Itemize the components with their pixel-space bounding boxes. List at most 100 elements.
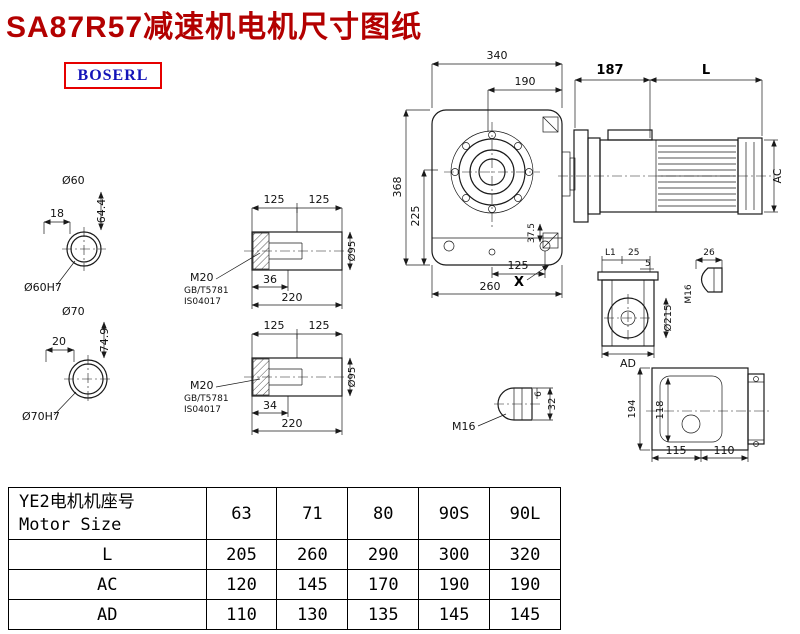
table-header-cn: YE2电机机座号 bbox=[19, 492, 135, 513]
dim-rv-194: 194 bbox=[627, 399, 638, 418]
dim-kd1-std2: IS04017 bbox=[184, 297, 221, 307]
dim-kd2-std1: GB/T5781 bbox=[184, 394, 229, 404]
value-cell: 145 bbox=[418, 599, 491, 630]
side-view-body bbox=[601, 279, 655, 347]
side-view-flange bbox=[597, 271, 659, 281]
row-label-AD: AD bbox=[8, 599, 207, 630]
dim-sv-25: 25 bbox=[628, 248, 639, 258]
dim-fv-340: 340 bbox=[487, 49, 508, 62]
plug-detail-bottom: M16 6 32 bbox=[452, 387, 558, 433]
dim-kd2-total: 220 bbox=[282, 417, 303, 430]
dim-fv-368: 368 bbox=[391, 177, 404, 198]
foot-hole-left bbox=[443, 240, 455, 252]
value-cell: 110 bbox=[205, 599, 278, 630]
value-cell: 170 bbox=[347, 569, 420, 600]
header-cell-90l: 90L bbox=[489, 487, 561, 540]
header-cell-71: 71 bbox=[276, 487, 349, 540]
key-detail-top-view: 125 125 M20 GB/T5781 IS04017 36 220 Ø95 bbox=[184, 193, 358, 309]
dim-motor-L: L bbox=[702, 63, 710, 78]
dim-kd1-total: 220 bbox=[282, 291, 303, 304]
dim-kd2-seg2: 125 bbox=[309, 319, 330, 332]
dim-kd2-dia: Ø95 bbox=[346, 367, 358, 388]
dim-shaft70-fit: Ø70H7 bbox=[22, 410, 60, 423]
motor-side-view: 187 L AC bbox=[558, 63, 784, 223]
motor-size-table: YE2电机机座号 Motor Size 63 71 80 90S 90L L 2… bbox=[8, 487, 561, 630]
value-cell: 130 bbox=[276, 599, 349, 630]
dim-fv-225: 225 bbox=[409, 206, 422, 227]
dim-shaft60-height: 64.4 bbox=[95, 199, 108, 224]
header-cell-63: 63 bbox=[205, 487, 278, 540]
dim-kd1-dia: Ø95 bbox=[346, 241, 358, 262]
value-cell: 300 bbox=[418, 539, 491, 570]
dim-shaft60-len: 18 bbox=[50, 207, 64, 220]
row-label-L: L bbox=[8, 539, 207, 570]
dim-sv-215: Ø215 bbox=[662, 305, 674, 332]
value-cell: 120 bbox=[205, 569, 278, 600]
dim-shaft70-height: 74.9 bbox=[98, 328, 111, 353]
value-cell: 145 bbox=[276, 569, 349, 600]
dim-plugb-m16: M16 bbox=[452, 420, 476, 433]
terminal-box bbox=[607, 129, 653, 141]
dim-kd2-thread: M20 bbox=[190, 379, 214, 392]
key-detail-bottom-view: 125 125 M20 GB/T5781 IS04017 34 220 Ø95 bbox=[184, 319, 358, 435]
dim-fv-260: 260 bbox=[480, 280, 501, 293]
dim-rv-110: 110 bbox=[714, 444, 735, 457]
dim-plugb-6: 6 bbox=[534, 391, 544, 397]
dim-kd2-std2: IS04017 bbox=[184, 405, 221, 415]
brand-logo: BOSERL bbox=[64, 62, 162, 89]
dim-sv-L1: L1 bbox=[605, 248, 616, 258]
dim-kd2-seg1: 125 bbox=[264, 319, 285, 332]
table-row-L: L 205 260 290 300 320 bbox=[8, 539, 561, 570]
value-cell: 205 bbox=[205, 539, 278, 570]
motor-rear-view: 194 118 115 110 bbox=[627, 367, 772, 462]
dim-plugr-m16: M16 bbox=[684, 284, 694, 303]
dim-kd1-thread: M20 bbox=[190, 271, 214, 284]
plug-right-shape bbox=[700, 267, 723, 293]
row-label-AC: AC bbox=[8, 569, 207, 600]
dim-shaft70-dia: Ø70 bbox=[62, 305, 85, 318]
dim-sv-AD: AD bbox=[620, 357, 636, 370]
rear-view-flange bbox=[747, 373, 765, 445]
dim-fv-125: 125 bbox=[508, 259, 529, 272]
value-cell: 260 bbox=[276, 539, 349, 570]
dim-shaft60-fit: Ø60H7 bbox=[24, 281, 62, 294]
dim-sv-5: 5 bbox=[645, 259, 651, 269]
dim-fv-37-5: 37.5 bbox=[527, 223, 537, 243]
table-row-AC: AC 120 145 170 190 190 bbox=[8, 569, 561, 600]
brand-logo-text: BOSERL bbox=[77, 66, 149, 84]
dim-shaft60-dia: Ø60 bbox=[62, 174, 85, 187]
dim-rv-115: 115 bbox=[666, 444, 687, 457]
dim-shaft70-len: 20 bbox=[52, 335, 66, 348]
dim-motor-187: 187 bbox=[596, 63, 623, 78]
value-cell: 190 bbox=[418, 569, 491, 600]
page-title: SA87R57减速机电机尺寸图纸 bbox=[6, 11, 423, 44]
section-mark-x: X bbox=[514, 275, 524, 290]
dim-plugb-32: 32 bbox=[547, 398, 558, 411]
dim-kd2-key-len: 34 bbox=[263, 399, 277, 412]
shaft60-section-view: Ø60 18 64.4 Ø60H7 bbox=[24, 174, 108, 294]
value-cell: 135 bbox=[347, 599, 420, 630]
dim-kd1-seg2: 125 bbox=[309, 193, 330, 206]
header-cell-80: 80 bbox=[347, 487, 420, 540]
dim-kd1-seg1: 125 bbox=[264, 193, 285, 206]
value-cell: 190 bbox=[489, 569, 561, 600]
plug-bottom-shape bbox=[497, 387, 533, 421]
value-cell: 145 bbox=[489, 599, 561, 630]
plug-detail-right: 26 M16 bbox=[684, 248, 723, 304]
dim-plugr-26: 26 bbox=[703, 248, 715, 258]
table-header-label: YE2电机机座号 Motor Size bbox=[8, 487, 207, 540]
header-cell-90s: 90S bbox=[418, 487, 491, 540]
dim-motor-AC: AC bbox=[771, 168, 784, 183]
dim-kd1-std1: GB/T5781 bbox=[184, 286, 229, 296]
dim-rv-118: 118 bbox=[655, 400, 666, 419]
gearbox-side-view: L1 25 5 Ø215 AD bbox=[597, 248, 674, 370]
value-cell: 320 bbox=[489, 539, 561, 570]
table-header-row: YE2电机机座号 Motor Size 63 71 80 90S 90L bbox=[8, 487, 561, 540]
rear-view-body bbox=[651, 367, 749, 451]
gearbox-front-view: 340 190 368 22 bbox=[391, 49, 576, 298]
dim-kd1-key-len: 36 bbox=[263, 273, 277, 286]
table-row-AD: AD 110 130 135 145 145 bbox=[8, 599, 561, 630]
dim-fv-190: 190 bbox=[515, 75, 536, 88]
